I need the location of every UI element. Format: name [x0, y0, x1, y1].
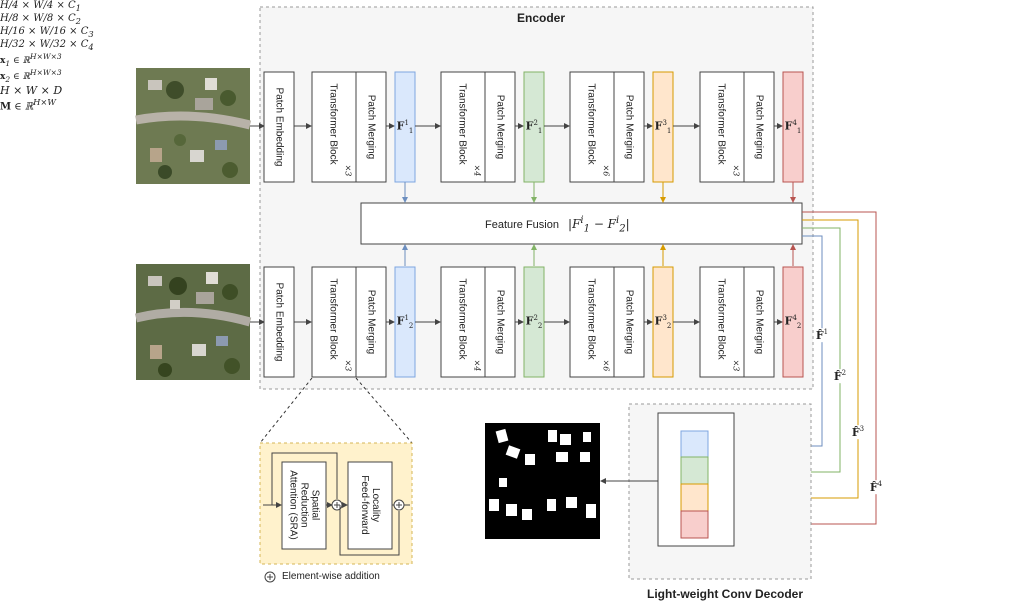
ffn-block-label: Locality Feed-forward: [359, 475, 381, 535]
bottom-patch-merging-4: Patch Merging: [753, 289, 765, 355]
top-feature-1: F11: [396, 119, 414, 135]
fused-feature-4: F̂4: [869, 480, 883, 494]
top-repeat-1: ×3: [343, 164, 353, 177]
input-image-1: [135, 68, 252, 184]
top-repeat-3: ×6: [601, 164, 611, 177]
bottom-patch-merging-2: Patch Merging: [494, 289, 506, 355]
bottom-transformer-block-2: Transformer Block: [456, 278, 468, 360]
top-patch-merging-3: Patch Merging: [623, 94, 635, 160]
output-label: M ∈ ℝH×W: [0, 96, 56, 112]
output-change-mask: [485, 423, 600, 539]
bottom-repeat-1: ×3: [343, 359, 353, 372]
decoder-dims: H × W × D: [0, 83, 63, 97]
bottom-patch-merging-1: Patch Merging: [365, 289, 377, 355]
top-transformer-block-2: Transformer Block: [456, 83, 468, 165]
element-wise-addition-legend: Element-wise addition: [282, 571, 380, 582]
decoder-title: Light-weight Conv Decoder: [647, 587, 803, 601]
bottom-repeat-4: ×3: [731, 359, 741, 372]
bottom-feature-1: F12: [396, 314, 414, 330]
input-1-label: x1 ∈ ℝH×W×3: [0, 52, 62, 68]
bottom-repeat-2: ×4: [472, 359, 482, 372]
bottom-patch-merging-3: Patch Merging: [623, 289, 635, 355]
feature-fusion-label: Feature Fusion |Fi1 − Fi2|: [485, 215, 630, 235]
bottom-repeat-3: ×6: [601, 359, 611, 372]
top-feature-2: F21: [525, 119, 543, 135]
stage-dim-3: H/16 × W/16 × C3: [0, 26, 94, 39]
top-feature-3: F31: [654, 119, 672, 135]
top-patch-merging-4: Patch Merging: [753, 94, 765, 160]
top-patch-merging-2: Patch Merging: [494, 94, 506, 160]
top-patch-embedding: Patch Embedding: [273, 87, 285, 167]
top-repeat-2: ×4: [472, 164, 482, 177]
top-patch-merging-1: Patch Merging: [365, 94, 377, 160]
fused-feature-2: F̂2: [833, 369, 847, 383]
fused-feature-1: F̂1: [815, 328, 829, 342]
top-repeat-4: ×3: [731, 164, 741, 177]
bottom-feature-4: F42: [784, 314, 802, 330]
bottom-transformer-block-1: Transformer Block: [327, 278, 339, 360]
bottom-stream: [263, 266, 804, 378]
stage-dim-1: H/4 × W/4 × C1: [0, 0, 81, 13]
input-2-label: x2 ∈ ℝH×W×3: [0, 67, 62, 84]
top-transformer-block-3: Transformer Block: [585, 83, 597, 165]
bottom-transformer-block-3: Transformer Block: [585, 278, 597, 360]
feature-fusion-box: [360, 202, 803, 245]
encoder-title: Encoder: [517, 11, 566, 25]
bottom-feature-3: F32: [654, 314, 672, 330]
bottom-patch-embedding: Patch Embedding: [273, 282, 285, 362]
stage-dim-4: H/32 × W/32 × C4: [0, 39, 94, 52]
stage-dim-2: H/8 × W/8 × C2: [0, 13, 81, 26]
top-stream: [263, 71, 804, 183]
sra-block-label: Spatial Reduction Attention (SRA): [287, 470, 321, 540]
top-feature-4: F41: [784, 119, 802, 135]
top-transformer-block-4: Transformer Block: [715, 83, 727, 165]
input-image-2: [134, 264, 252, 380]
fused-feature-3: F̂3: [851, 425, 865, 439]
bottom-feature-2: F22: [525, 314, 543, 330]
top-transformer-block-1: Transformer Block: [327, 83, 339, 165]
bottom-transformer-block-4: Transformer Block: [715, 278, 727, 360]
